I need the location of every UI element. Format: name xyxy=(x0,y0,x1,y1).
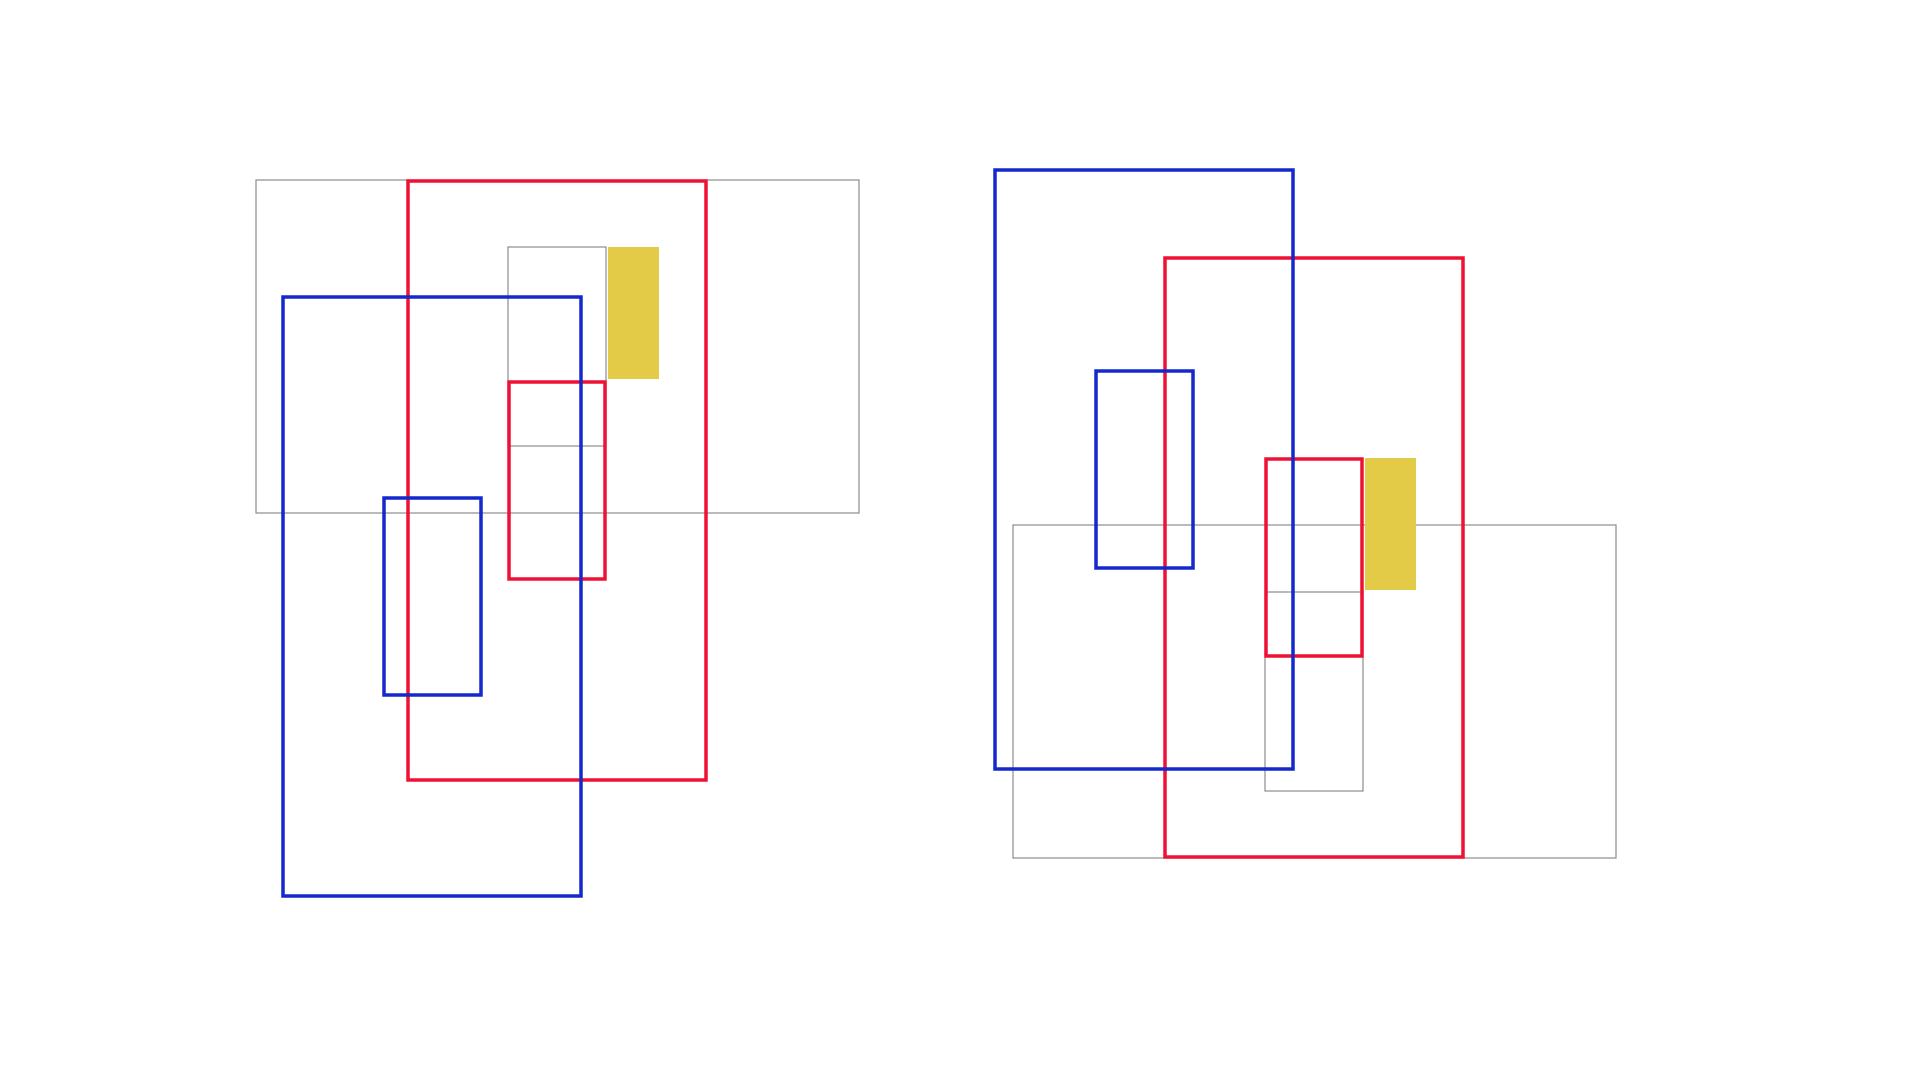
right-small-gray-rect xyxy=(1264,591,1364,792)
right-small-red-rect xyxy=(1264,457,1364,658)
left-large-blue-rect xyxy=(281,295,583,898)
left-small-blue-rect xyxy=(382,496,483,697)
left-small-red-rect xyxy=(507,380,607,581)
right-large-red-rect xyxy=(1163,256,1465,859)
right-small-blue-rect xyxy=(1094,369,1195,570)
right-large-gray-rect xyxy=(1012,524,1617,859)
left-small-gray-rect xyxy=(507,246,607,447)
left-large-red-rect xyxy=(406,179,708,782)
left-large-gray-rect xyxy=(255,179,860,514)
right-large-blue-rect xyxy=(993,168,1295,771)
left-yellow-fill-rect xyxy=(608,247,659,379)
left-panel xyxy=(255,179,860,898)
right-yellow-fill-rect xyxy=(1365,458,1416,590)
right-panel xyxy=(993,168,1617,859)
